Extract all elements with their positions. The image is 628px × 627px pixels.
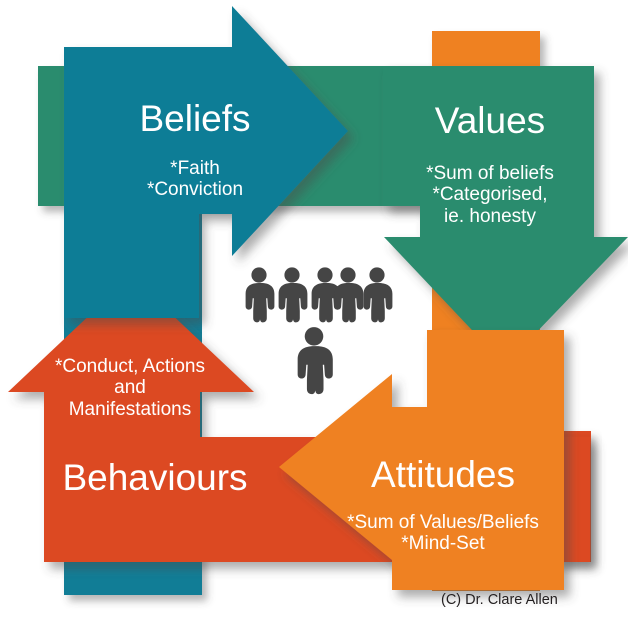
person-icon-4	[334, 267, 364, 323]
arrow-values	[383, 66, 628, 365]
people-group-icon	[245, 267, 393, 395]
person-icon-6	[297, 327, 333, 395]
person-icon-5	[363, 267, 393, 323]
arrow-beliefs	[64, 6, 348, 318]
copyright-credit: (C) Dr. Clare Allen	[441, 592, 558, 608]
person-icon-1	[245, 267, 275, 323]
person-icon-2	[278, 267, 308, 323]
arrow-attitudes	[279, 330, 564, 590]
person-icon-3	[311, 267, 341, 323]
